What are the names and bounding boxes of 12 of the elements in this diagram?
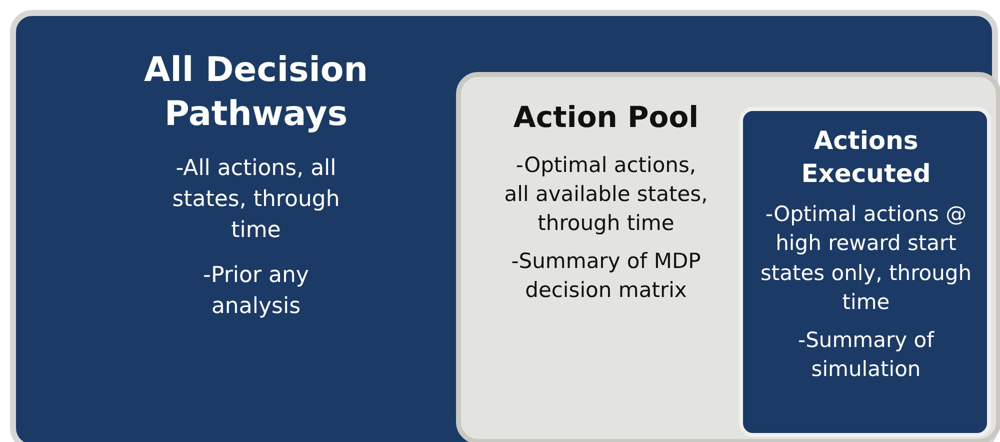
description-text: -Optimal actions, all available states, through time	[503, 152, 709, 238]
container-box	[456, 72, 1000, 442]
box-heading: Actions Executed	[800, 125, 932, 190]
description-text: -Prior any analysis	[202, 262, 310, 321]
box-heading: Action Pool	[513, 99, 699, 136]
container-box	[739, 107, 991, 437]
description-text: -All actions, all states, through time	[171, 155, 341, 245]
description-text: -Summary of simulation	[797, 326, 936, 383]
description-text: -Summary of MDP decision matrix	[510, 248, 702, 304]
container-box	[10, 10, 998, 442]
description-text: -Optimal actions @ high reward start states only, through time	[759, 201, 973, 316]
box-heading: All Decision Pathways	[142, 49, 369, 136]
